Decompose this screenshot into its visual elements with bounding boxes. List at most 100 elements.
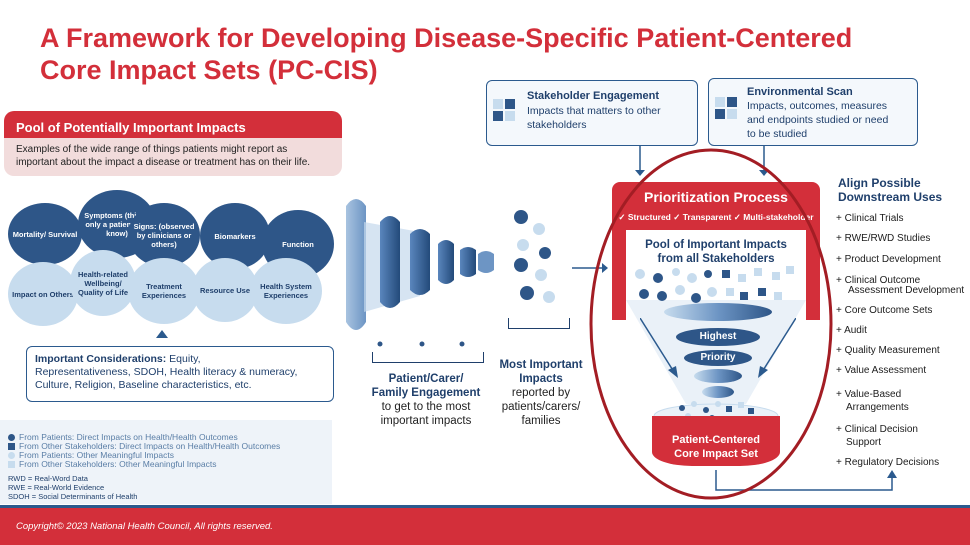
prioritization-wall-left (612, 228, 626, 320)
core-set-box: Patient-Centered Core Impact Set (652, 416, 780, 466)
environmental-scan-box: Environmental Scan Impacts, outcomes, me… (708, 78, 918, 146)
use-item: + Clinical Decision (836, 424, 918, 435)
core-set-line-2: Core Impact Set (674, 448, 758, 460)
pool-heading: Pool of Potentially Important Impacts (16, 120, 246, 135)
stakeholder-title: Stakeholder Engagement (527, 90, 660, 102)
legend-item: From Patients: Other Meaningful Impacts (8, 451, 280, 460)
circle-signs: Signs: (observed by clinicians or others… (128, 203, 200, 267)
title-line-2: Core Impact Sets (PC-CIS) (40, 55, 378, 85)
stakeholder-desc-2: stakeholders (527, 119, 587, 131)
footer-divider (0, 505, 970, 508)
circle-mortality: Mortality/ Survival (8, 203, 82, 265)
abbrev-rwe: RWE = Real-World Evidence (8, 483, 105, 492)
legend-square-dark (8, 443, 15, 450)
use-item: + Clinical Trials (836, 213, 904, 224)
uses-heading-1: Align Possible (838, 176, 921, 190)
legend-text: From Patients: Direct Impacts on Health/… (19, 432, 238, 442)
most-important-line-3: reported by (511, 387, 571, 399)
footer-bar: Copyright© 2023 National Health Council,… (0, 508, 970, 545)
use-item: Assessment Development (848, 285, 965, 296)
prioritization-subtitle: ✓ Structured ✓ Transparent ✓ Multi-stake… (618, 212, 814, 222)
engagement-line-3: to get to the most (381, 401, 471, 413)
engagement-funnel-graphic (346, 199, 494, 347)
engagement-bracket (372, 352, 484, 363)
footer-copyright: Copyright© 2023 National Health Council,… (16, 521, 273, 532)
use-item: + Core Outcome Sets (836, 305, 933, 316)
pool-dots (635, 266, 794, 303)
most-important-line-5: families (521, 415, 561, 427)
prioritization-wall-right (806, 228, 820, 320)
use-item: + Clinical Outcome (836, 275, 921, 286)
page-title: A Framework for Developing Disease-Speci… (40, 22, 920, 86)
most-important-text: Most Important Impacts reported by patie… (496, 358, 586, 428)
prioritization-header: Prioritization Process ✓ Structured ✓ Tr… (612, 182, 820, 230)
spiral-funnel (664, 303, 772, 398)
use-item: + Quality Measurement (836, 345, 940, 356)
highest-label: Highest (699, 331, 737, 342)
pool-important-line-2: from all Stakeholders (657, 253, 775, 265)
grid-icon (493, 99, 515, 121)
up-triangle-icon (156, 330, 168, 338)
circle-treatment: Treatment Experiences (128, 258, 200, 324)
highlight-ellipse (589, 148, 833, 500)
most-important-line-2: Impacts (519, 373, 563, 385)
use-item: + Audit (836, 325, 867, 336)
legend-item: From Patients: Direct Impacts on Health/… (8, 433, 280, 442)
engagement-line-4: important impacts (380, 415, 472, 427)
engagement-text: Patient/Carer/ Family Engagement to get … (346, 372, 506, 428)
most-important-dots (514, 210, 555, 303)
legend-text: From Patients: Other Meaningful Impacts (19, 450, 174, 460)
legend-panel (0, 420, 332, 504)
considerations-text-1: Equity, (166, 353, 201, 365)
arrow-down-icon (635, 146, 645, 176)
grid-icon (715, 97, 737, 119)
engagement-line-1: Patient/Carer/ (388, 373, 464, 385)
prioritization-title: Prioritization Process (644, 189, 788, 205)
most-important-line-4: patients/carers/ (501, 401, 581, 413)
legend: From Patients: Direct Impacts on Health/… (8, 433, 280, 469)
use-item: + Product Development (836, 254, 941, 265)
uses-heading-2: Downstream Uses (838, 190, 943, 204)
legend-circle-light (8, 452, 15, 459)
use-item: + Regulatory Decisions (836, 457, 940, 468)
considerations-box: Important Considerations: Equity, Repres… (26, 346, 334, 402)
priority-label: Priority (700, 352, 736, 363)
most-important-bracket (508, 318, 570, 329)
arrow-down-right-icon (758, 318, 796, 378)
legend-item: From Other Stakeholders: Other Meaningfu… (8, 460, 280, 469)
envscan-desc-2: and endpoints studied or need (747, 114, 889, 126)
use-item: + RWE/RWD Studies (836, 233, 931, 244)
legend-circle-dark (8, 434, 15, 441)
stakeholder-desc-1: Impacts that matters to other (527, 105, 661, 117)
circle-resource: Resource Use (192, 258, 258, 322)
circle-impact-others: Impact on Others (8, 262, 78, 326)
title-line-1: A Framework for Developing Disease-Speci… (40, 23, 853, 53)
abbreviations: RWD = Real-Word Data RWE = Real-World Ev… (8, 474, 137, 501)
pool-important-text: Pool of Important Impacts from all Stake… (626, 238, 806, 266)
pool-desc-box: Examples of the wide range of things pat… (4, 138, 342, 176)
considerations-label: Important Considerations: (35, 353, 167, 365)
core-set-line-1: Patient-Centered (671, 434, 761, 446)
use-item: Support (846, 437, 882, 448)
stakeholder-engagement-box: Stakeholder Engagement Impacts that matt… (486, 80, 698, 146)
uses-heading: Align Possible Downstream Uses (838, 176, 942, 204)
most-important-line-1: Most Important (499, 359, 583, 371)
envscan-desc-1: Impacts, outcomes, measures (747, 100, 888, 112)
considerations-text-2: Representativeness, SDOH, Health literac… (35, 366, 298, 378)
use-item: Arrangements (846, 402, 909, 413)
legend-square-light (8, 461, 15, 468)
abbrev-rwd: RWD = Real-Word Data (8, 474, 88, 483)
considerations-text-3: Culture, Religion, Baseline characterist… (35, 379, 252, 391)
pool-desc: Examples of the wide range of things pat… (16, 144, 311, 168)
use-item: + Value Assessment (836, 365, 927, 376)
pool-important-line-1: Pool of Important Impacts (645, 239, 787, 251)
abbrev-sdoh: SDOH = Social Determinants of Health (8, 492, 138, 501)
circle-biomarkers: Biomarkers (200, 203, 270, 269)
arrow-up-right-connector (715, 470, 897, 491)
legend-item: From Other Stakeholders: Direct Impacts … (8, 442, 280, 451)
legend-text: From Other Stakeholders: Direct Impacts … (19, 441, 281, 451)
engagement-line-2: Family Engagement (371, 387, 481, 399)
arrow-down-left-icon (640, 318, 678, 378)
circle-health-system: Health System Experiences (250, 258, 322, 324)
use-item: + Value-Based (836, 389, 902, 400)
